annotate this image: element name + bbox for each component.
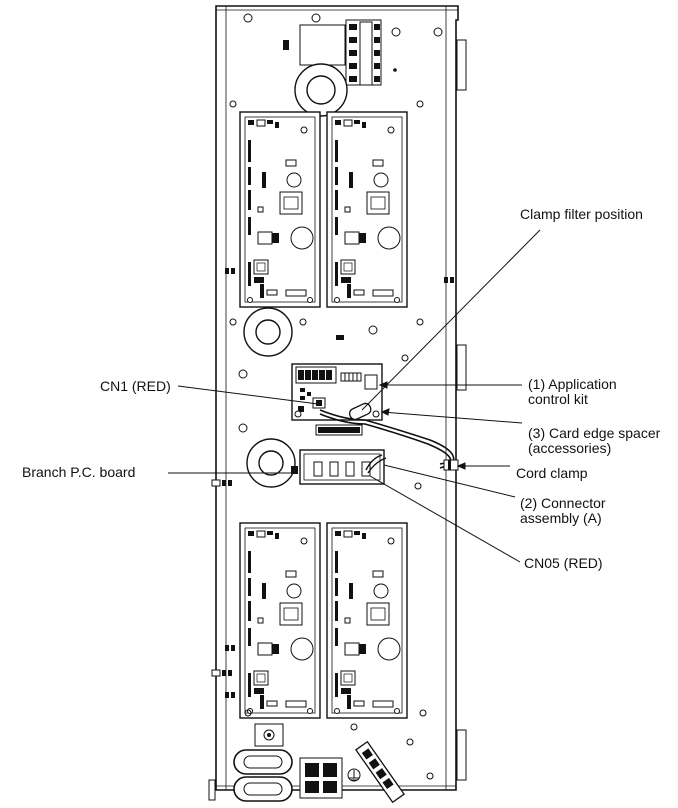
middle-transformer <box>238 307 409 433</box>
label-card-edge-spacer-line1: (3) Card edge spacer <box>528 425 661 441</box>
label-application-control-kit: (1) Application control kit <box>528 377 617 407</box>
side-connectors-left <box>211 479 235 698</box>
label-application-control-kit-line2: control kit <box>528 391 588 407</box>
top-terminal-block <box>229 13 443 117</box>
branch-pc-board <box>246 438 422 490</box>
lower-pcb-left <box>239 522 321 719</box>
label-connector-assembly-line2: assembly (A) <box>520 510 602 526</box>
side-connectors-upper <box>225 268 454 326</box>
label-cord-clamp: Cord clamp <box>516 465 588 481</box>
leader-lines <box>168 229 541 563</box>
upper-pcb-left <box>239 111 321 308</box>
label-cn1: CN1 (RED) <box>100 378 171 394</box>
label-connector-assembly: (2) Connector assembly (A) <box>520 496 606 526</box>
label-card-edge-spacer: (3) Card edge spacer (accessories) <box>528 426 660 456</box>
label-connector-assembly-line1: (2) Connector <box>520 495 606 511</box>
label-clamp-filter-position: Clamp filter position <box>520 206 643 222</box>
upper-pcb-right <box>326 111 408 308</box>
lower-pcb-right <box>326 522 408 719</box>
label-cn05: CN05 (RED) <box>524 555 603 571</box>
application-control-kit <box>291 363 383 436</box>
label-branch-pc-board: Branch P.C. board <box>22 464 136 480</box>
connector-assembly-cable <box>319 402 459 474</box>
label-card-edge-spacer-line2: (accessories) <box>528 440 612 456</box>
bottom-components <box>233 709 434 804</box>
label-application-control-kit-line1: (1) Application <box>528 376 617 392</box>
